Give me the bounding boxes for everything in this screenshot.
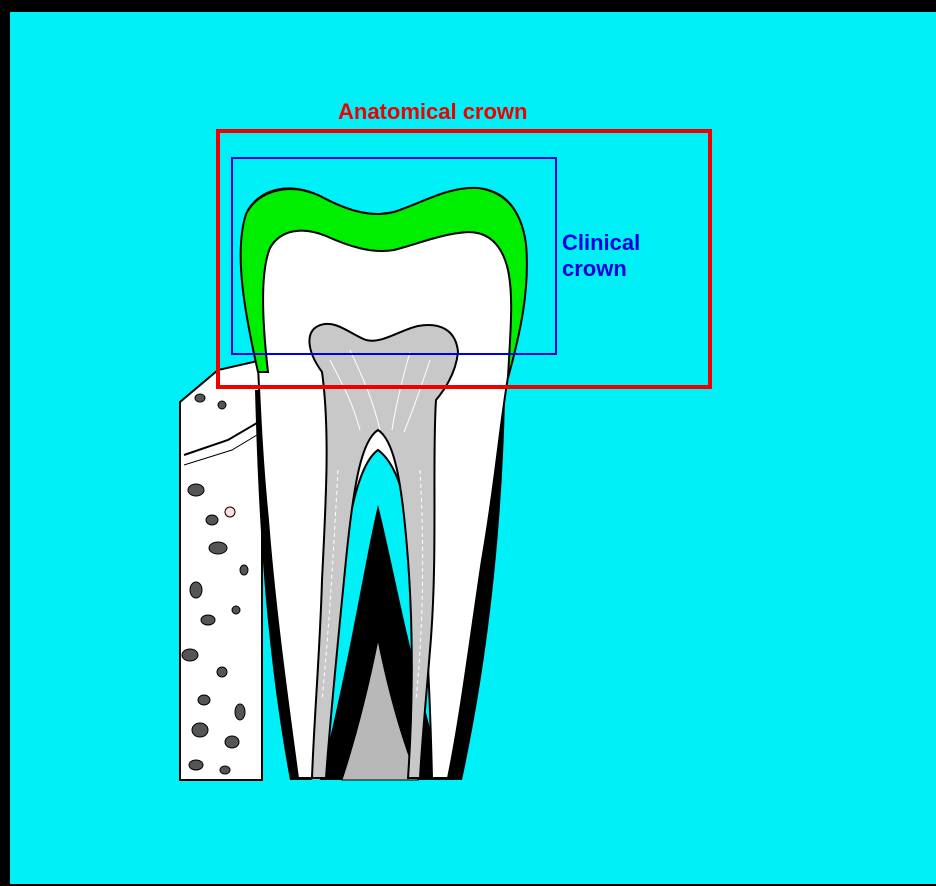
clinical-crown-label-line1: Clinical <box>562 230 640 256</box>
alveolar-bone <box>180 360 262 780</box>
clinical-crown-label: Clinical crown <box>562 230 640 282</box>
clinical-crown-label-line2: crown <box>562 256 640 282</box>
anatomical-crown-label: Anatomical crown <box>338 99 527 125</box>
